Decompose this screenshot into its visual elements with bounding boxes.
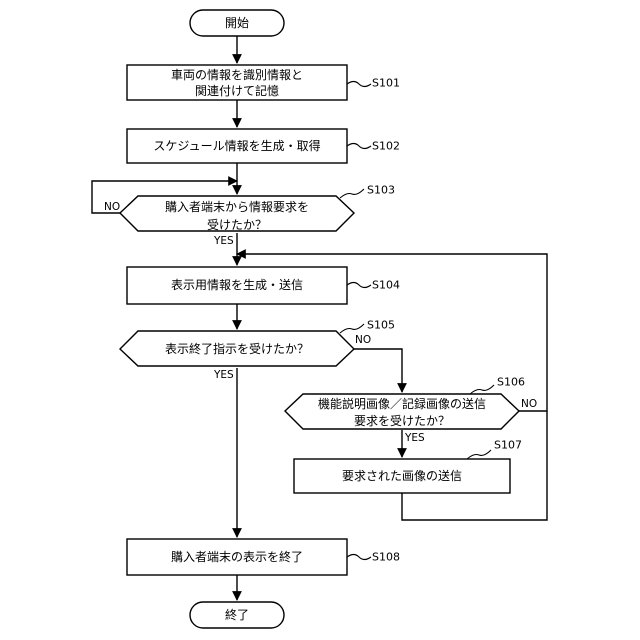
s102-process: スケジュール情報を生成・取得 S102 bbox=[127, 129, 400, 163]
s102-step-label: S102 bbox=[372, 140, 400, 153]
s106-no-label: NO bbox=[521, 398, 537, 410]
s104-step-connector bbox=[347, 283, 371, 288]
s108-process: 購入者端末の表示を終了 S108 bbox=[127, 539, 400, 575]
s102-step-connector bbox=[347, 144, 371, 149]
s105-no-label: NO bbox=[355, 334, 371, 346]
s103-step-connector bbox=[340, 189, 364, 198]
s107-text: 要求された画像の送信 bbox=[342, 468, 462, 483]
s105-decision: 表示終了指示を受けたか？ S105 bbox=[120, 319, 395, 367]
s101-step-label: S101 bbox=[372, 77, 400, 90]
s103-decision: 購入者端末から情報要求を 受けたか？ S103 bbox=[120, 184, 395, 233]
s101-text-line2: 関連付けて記憶 bbox=[195, 83, 279, 98]
s101-text-line1: 車両の情報を識別情報と bbox=[171, 68, 303, 82]
s108-step-connector bbox=[347, 555, 371, 560]
s104-process: 表示用情報を生成・送信 S104 bbox=[127, 267, 400, 304]
s101-step-connector bbox=[347, 82, 371, 87]
s106-step-label: S106 bbox=[497, 376, 525, 389]
s106-step-connector bbox=[470, 385, 494, 394]
s107-step-connector bbox=[467, 450, 491, 459]
edge-s105-no bbox=[354, 349, 402, 392]
s106-text-line2: 要求を受けたか？ bbox=[354, 414, 450, 428]
s105-yes-label: YES bbox=[213, 369, 234, 381]
s108-text: 購入者端末の表示を終了 bbox=[171, 549, 303, 564]
end-label: 終了 bbox=[225, 607, 249, 622]
connectors bbox=[92, 36, 547, 600]
s101-process: 車両の情報を識別情報と 関連付けて記憶 S101 bbox=[127, 65, 400, 100]
s107-step-label: S107 bbox=[494, 439, 522, 452]
s105-text: 表示終了指示を受けたか？ bbox=[165, 341, 309, 356]
end-node: 終了 bbox=[190, 602, 284, 628]
s108-step-label: S108 bbox=[372, 551, 400, 564]
s107-process: 要求された画像の送信 S107 bbox=[294, 439, 522, 494]
s103-text-line1: 購入者端末から情報要求を bbox=[165, 200, 309, 214]
s106-decision: 機能説明画像／記録画像の送信 要求を受けたか？ S106 bbox=[285, 376, 525, 430]
s102-text: スケジュール情報を生成・取得 bbox=[153, 138, 320, 153]
s106-text-line1: 機能説明画像／記録画像の送信 bbox=[318, 396, 486, 411]
s103-yes-label: YES bbox=[213, 235, 234, 247]
s104-text: 表示用情報を生成・送信 bbox=[171, 277, 303, 292]
s105-step-connector bbox=[340, 324, 364, 333]
s104-step-label: S104 bbox=[372, 279, 400, 292]
start-label: 開始 bbox=[225, 16, 249, 30]
s103-no-label: NO bbox=[104, 201, 120, 213]
s103-step-label: S103 bbox=[367, 184, 395, 197]
start-node: 開始 bbox=[190, 10, 284, 36]
s105-step-label: S105 bbox=[367, 319, 395, 332]
s103-text-line2: 受けたか？ bbox=[207, 218, 267, 232]
s106-yes-label: YES bbox=[404, 432, 425, 444]
